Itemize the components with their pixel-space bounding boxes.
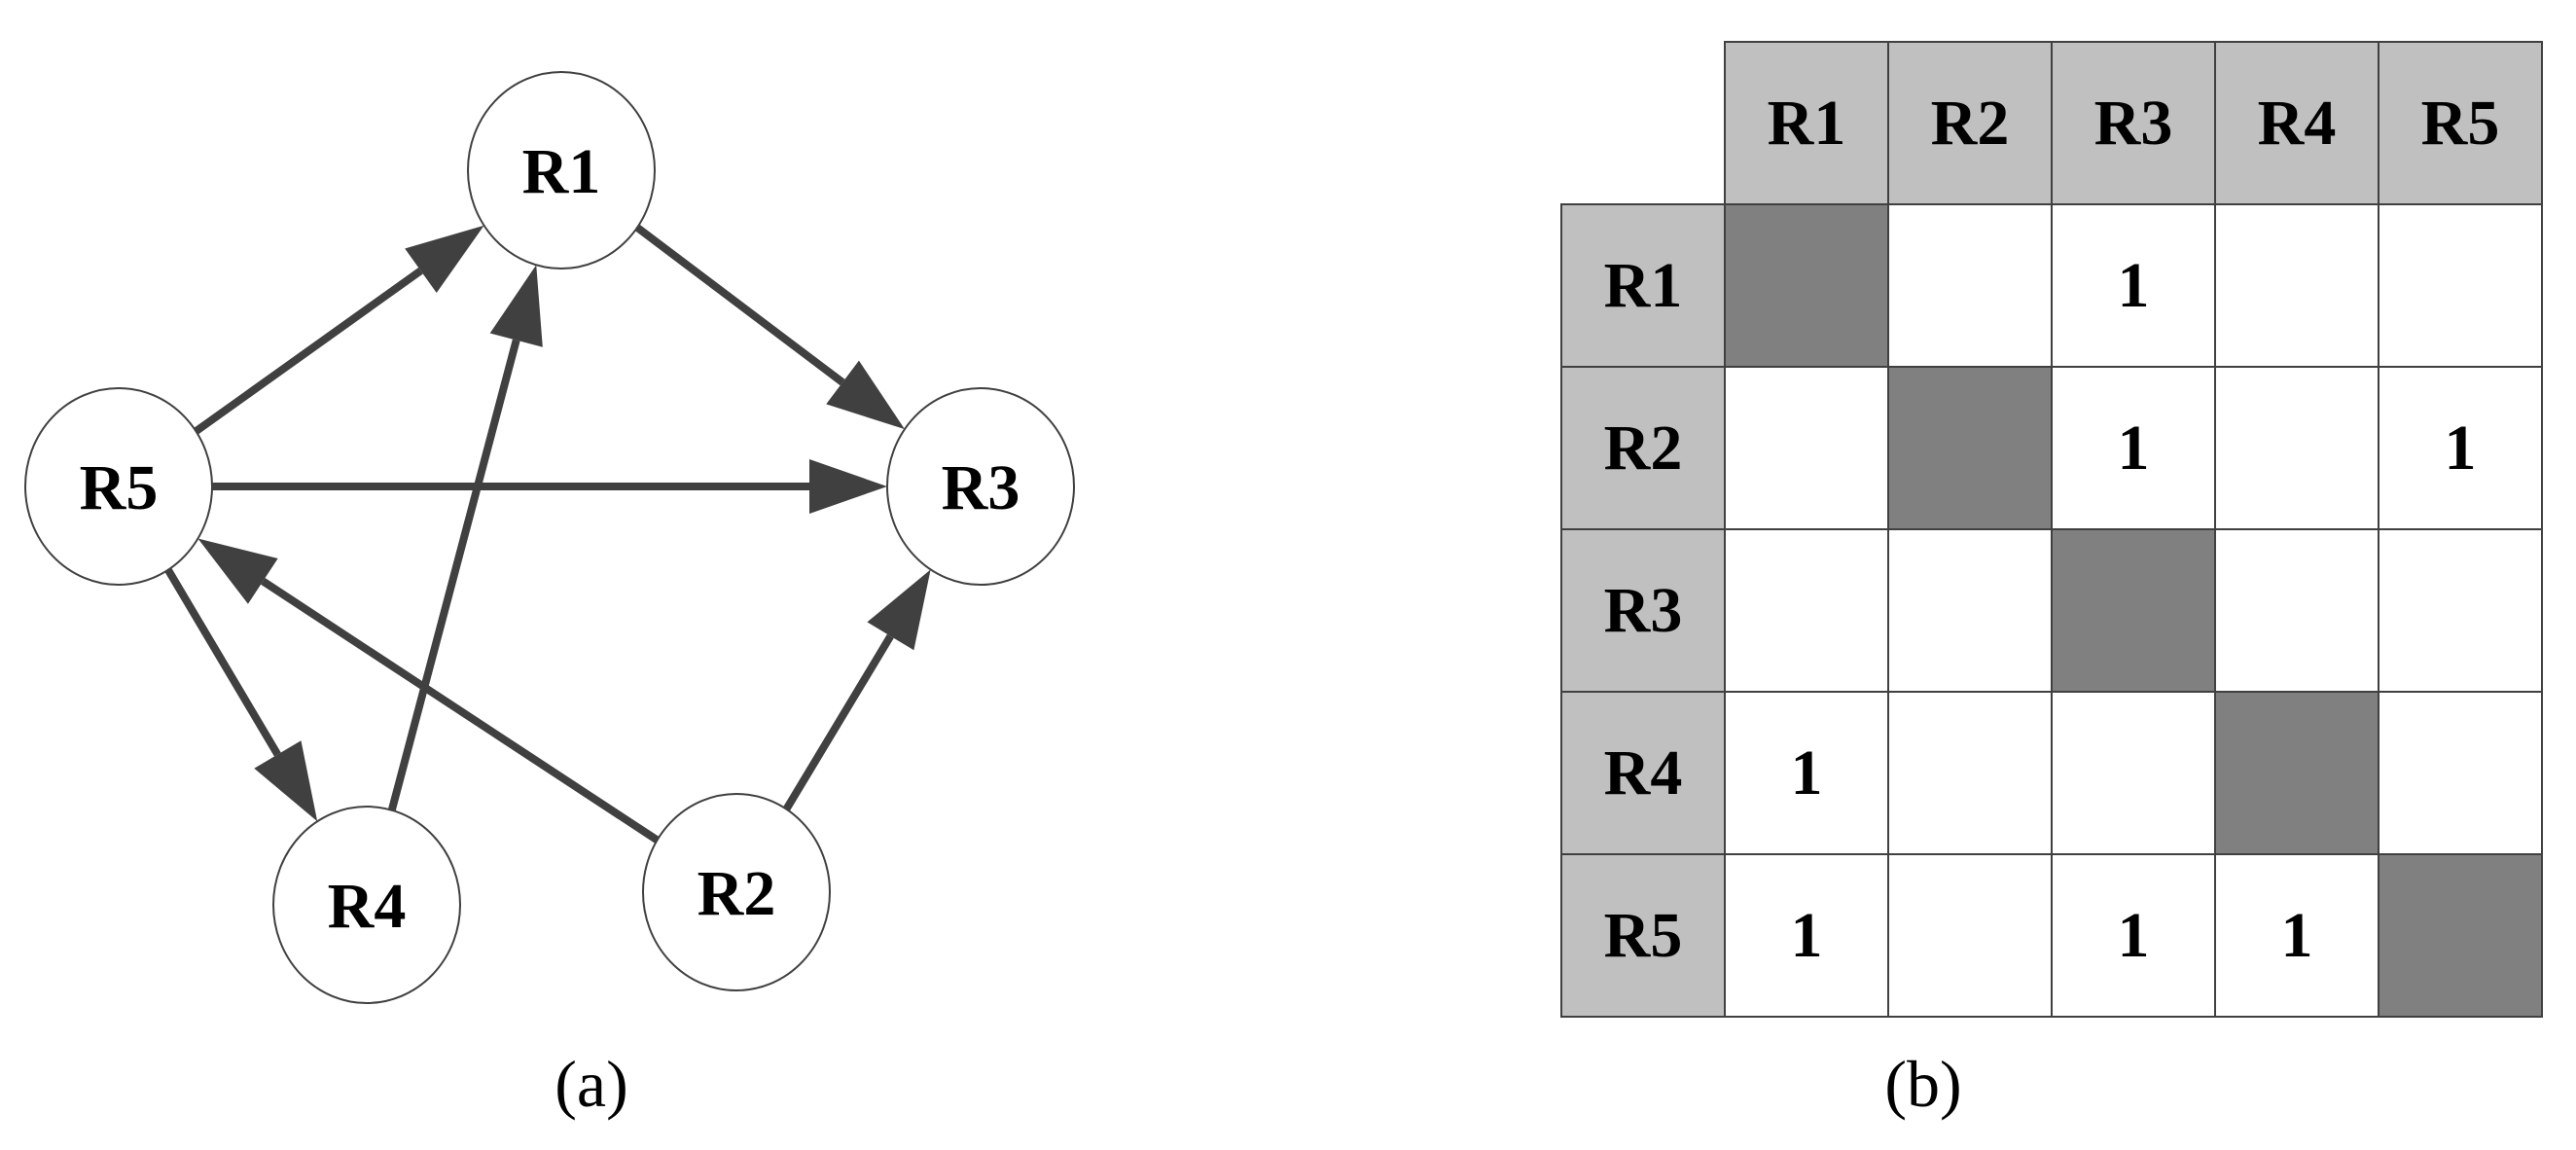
matrix-cell: [1887, 203, 2053, 368]
matrix-cell: [2214, 366, 2379, 530]
diagonal-cell: [1887, 366, 2053, 530]
column-header: R1: [1724, 41, 1889, 205]
row-header: R3: [1560, 528, 1726, 693]
matrix-cell: [2378, 691, 2543, 855]
arrowhead-r4-r1: [489, 265, 543, 347]
arrowhead-r2-r5: [197, 538, 278, 604]
node-label: R2: [698, 858, 776, 929]
matrix-cell: [2378, 528, 2543, 693]
corner-cell: [1561, 42, 1725, 204]
row-header: R2: [1560, 366, 1726, 530]
matrix-cell: [1887, 528, 2053, 693]
matrix-cell: [1887, 691, 2053, 855]
matrix-caption: (b): [1884, 1047, 1962, 1121]
node-r5: R5: [24, 387, 213, 586]
node-circle: [24, 387, 213, 586]
row-header: R5: [1560, 853, 1726, 1018]
matrix-row: R3: [1560, 528, 2543, 693]
node-label: R4: [328, 871, 407, 942]
arrowhead-r2-r3: [867, 569, 931, 651]
node-r2: R2: [642, 793, 831, 991]
matrix-cell: [2051, 691, 2216, 855]
node-circle: [886, 387, 1075, 586]
node-r3: R3: [886, 387, 1075, 586]
diagonal-cell: [2051, 528, 2216, 693]
matrix-cell: [2378, 203, 2543, 368]
matrix-cell: [1724, 528, 1889, 693]
matrix-cell: [1724, 366, 1889, 530]
node-label: R1: [522, 136, 601, 207]
diagonal-cell: [2378, 853, 2543, 1018]
diagonal-cell: [1724, 203, 1889, 368]
matrix-cell: [1887, 853, 2053, 1018]
row-header: R1: [1560, 203, 1726, 368]
matrix-cell: [2214, 528, 2379, 693]
edge-r1-r3: [634, 224, 845, 386]
matrix-cell: 1: [2051, 203, 2216, 368]
node-label: R3: [942, 452, 1020, 523]
edge-r2-r3: [782, 633, 894, 811]
matrix-cell: 1: [2051, 366, 2216, 530]
edge-r4-r1: [387, 339, 520, 811]
matrix-cell: 1: [2051, 853, 2216, 1018]
edge-r5-r4: [164, 567, 281, 757]
column-header: R5: [2378, 41, 2543, 205]
matrix-row: R1 1: [1560, 203, 2543, 368]
matrix-cell: [2214, 203, 2379, 368]
arrowhead-r5-r4: [254, 740, 318, 822]
column-header: R4: [2214, 41, 2379, 205]
arrowhead-r5-r1: [405, 225, 484, 294]
matrix-cell: 1: [1724, 853, 1889, 1018]
row-header: R4: [1560, 691, 1726, 855]
arrowhead-r5-r3: [809, 459, 887, 514]
matrix-cell: 1: [1724, 691, 1889, 855]
node-circle: [642, 793, 831, 991]
column-header: R2: [1887, 41, 2053, 205]
column-header: R3: [2051, 41, 2216, 205]
diagonal-cell: [2214, 691, 2379, 855]
arrowhead-r1-r3: [826, 360, 905, 430]
node-circle: [467, 71, 656, 270]
node-r1: R1: [467, 71, 656, 270]
graph-caption: (a): [555, 1047, 628, 1121]
matrix-cell: 1: [2214, 853, 2379, 1018]
node-circle: [272, 806, 461, 1004]
node-label: R5: [80, 452, 159, 523]
matrix-cell: 1: [2378, 366, 2543, 530]
edge-r5-r1: [194, 267, 423, 435]
edge-r2-r5: [261, 578, 660, 844]
node-r4: R4: [272, 806, 461, 1004]
